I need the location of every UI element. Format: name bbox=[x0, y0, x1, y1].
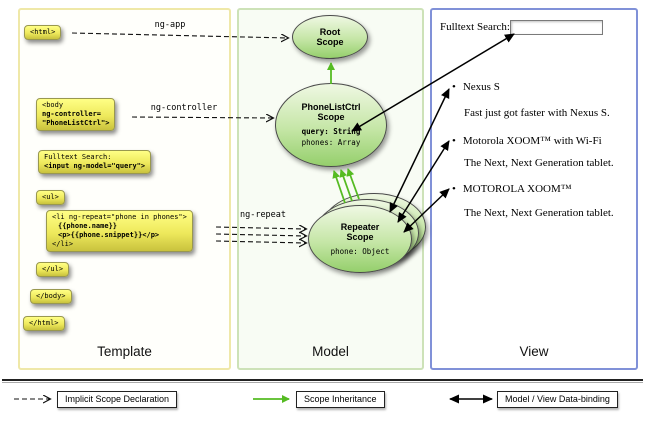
code-ul-open: <ul> bbox=[36, 190, 65, 205]
scope-prop-phone: phone: Object bbox=[330, 246, 390, 256]
code-line: ng-controller= bbox=[42, 110, 102, 118]
scope-prop-phones: phones: Array bbox=[301, 138, 361, 147]
code-line: <body bbox=[42, 101, 64, 109]
code-ul-close: </ul> bbox=[36, 262, 70, 277]
repeater-scope-ellipse: Repeater Scope phone: Object bbox=[308, 205, 412, 273]
code-line: Fulltext Search: bbox=[44, 153, 112, 161]
phonelistctrl-scope-title: PhoneListCtrl Scope bbox=[301, 102, 361, 122]
code-line: </ul> bbox=[42, 265, 64, 273]
view-search-label: Fulltext Search: bbox=[440, 21, 510, 33]
legend-scope-inheritance: Scope Inheritance bbox=[296, 391, 385, 408]
phone-snippet: Fast just got faster with Nexus S. bbox=[464, 107, 610, 119]
code-line: "PhoneListCtrl"> bbox=[42, 119, 110, 127]
code-li-repeat: <li ng-repeat="phone in phones"> {{phone… bbox=[46, 210, 193, 252]
scope-prop-query: query: String bbox=[301, 127, 361, 136]
code-line: {{phone.name}} bbox=[58, 222, 118, 230]
template-column bbox=[18, 8, 231, 370]
fulltext-search-input[interactable] bbox=[510, 20, 603, 35]
code-html-close: </html> bbox=[23, 316, 65, 331]
code-body-open: <body ng-controller= "PhoneListCtrl"> bbox=[36, 98, 116, 131]
code-line: <html> bbox=[30, 28, 56, 36]
phonelistctrl-scope-ellipse: PhoneListCtrl Scope query: String phones… bbox=[275, 83, 387, 167]
root-scope-title: Root Scope bbox=[316, 27, 344, 47]
phone-snippet: The Next, Next Generation tablet. bbox=[464, 157, 614, 169]
ng-app-arrow-label: ng-app bbox=[154, 20, 186, 30]
view-column-label: View bbox=[519, 344, 549, 359]
code-html-open: <html> bbox=[24, 25, 62, 40]
phone-list-item: Nexus S bbox=[452, 81, 500, 93]
model-column bbox=[237, 8, 424, 370]
code-fulltext-search: Fulltext Search: <input ng-model="query"… bbox=[38, 150, 152, 174]
phone-name: MOTOROLA XOOM™ bbox=[462, 183, 572, 195]
code-line: <li ng-repeat="phone in phones"> bbox=[52, 213, 187, 221]
code-line: <input ng-model="query"> bbox=[44, 162, 146, 170]
code-line: </li> bbox=[52, 240, 74, 248]
root-scope-ellipse: Root Scope bbox=[292, 15, 368, 59]
code-line: </body> bbox=[36, 292, 66, 300]
code-body-close: </body> bbox=[30, 289, 72, 304]
code-line: </html> bbox=[29, 319, 59, 327]
template-column-label: Template bbox=[97, 344, 152, 359]
model-column-label: Model bbox=[312, 344, 349, 359]
phone-name: Nexus S bbox=[462, 81, 500, 93]
phone-list-item: MOTOROLA XOOM™ bbox=[452, 183, 572, 195]
legend-implicit-scope-declaration: Implicit Scope Declaration bbox=[57, 391, 178, 408]
legend-model-view-databinding: Model / View Data-binding bbox=[497, 391, 618, 408]
phone-name: Motorola XOOM™ with Wi-Fi bbox=[462, 135, 602, 147]
legend-divider bbox=[2, 379, 643, 383]
code-line: <ul> bbox=[42, 193, 59, 201]
code-line: <p>{{phone.snippet}}</p> bbox=[58, 231, 160, 239]
phone-snippet: The Next, Next Generation tablet. bbox=[464, 207, 614, 219]
repeater-scope-title: Repeater Scope bbox=[340, 221, 380, 242]
ng-repeat-arrow-label: ng-repeat bbox=[239, 210, 287, 220]
ng-controller-arrow-label: ng-controller bbox=[150, 103, 218, 113]
phone-list-item: Motorola XOOM™ with Wi-Fi bbox=[452, 135, 602, 147]
